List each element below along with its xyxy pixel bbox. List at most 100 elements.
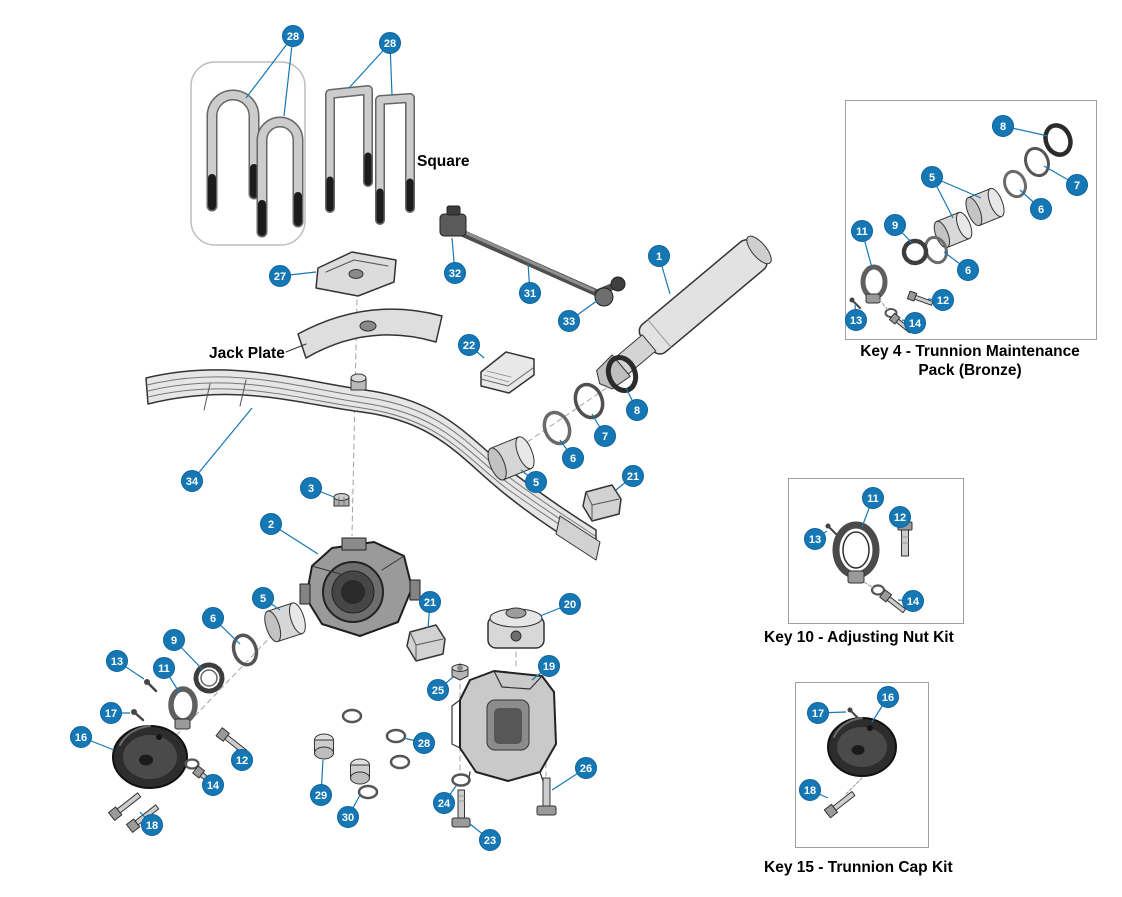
callout-28: 28 (379, 32, 401, 54)
svg-text:6: 6 (210, 613, 216, 625)
callout-22: 22 (458, 334, 480, 356)
svg-text:9: 9 (892, 220, 898, 232)
callout-leader-line (283, 35, 294, 117)
callout-27: 27 (269, 265, 291, 287)
callout-11: 11 (153, 657, 175, 679)
callout-12: 12 (231, 749, 253, 771)
nut-25-art (451, 663, 469, 681)
center-nut-art (333, 493, 350, 507)
svg-text:6: 6 (1038, 204, 1044, 216)
svg-text:33: 33 (563, 316, 575, 328)
callout-16: 16 (877, 686, 899, 708)
svg-text:29: 29 (315, 790, 327, 802)
jack-plate-art (285, 308, 443, 359)
callout-8: 8 (992, 115, 1014, 137)
svg-text:28: 28 (287, 31, 299, 43)
seal-rings-art (542, 355, 639, 446)
svg-text:32: 32 (449, 268, 461, 280)
callout-5: 5 (252, 587, 274, 609)
trunnion-cap-art (112, 725, 188, 789)
svg-text:26: 26 (580, 763, 592, 775)
callout-13: 13 (106, 650, 128, 672)
key15-art (823, 707, 897, 819)
callout-14: 14 (904, 312, 926, 334)
adjusting-nut-art (168, 686, 198, 730)
svg-text:7: 7 (602, 431, 608, 443)
callout-19: 19 (538, 655, 560, 677)
svg-text:27: 27 (274, 271, 286, 283)
svg-text:3: 3 (308, 483, 314, 495)
square-label: Square (417, 153, 470, 170)
spacer-block-upper-art (582, 484, 622, 522)
spring-clamp-plate-art (315, 251, 397, 297)
svg-text:5: 5 (533, 477, 539, 489)
svg-text:31: 31 (524, 288, 536, 300)
key10-caption: Key 10 - Adjusting Nut Kit (764, 629, 954, 646)
svg-text:12: 12 (236, 755, 248, 767)
key10-art (825, 521, 913, 614)
svg-text:13: 13 (111, 656, 123, 668)
callout-21: 21 (419, 591, 441, 613)
svg-text:16: 16 (75, 732, 87, 744)
spacer-block-lower-art (406, 624, 446, 662)
bushing-art (487, 436, 535, 481)
svg-text:20: 20 (564, 599, 576, 611)
washer-24-art (451, 773, 471, 787)
svg-text:6: 6 (570, 453, 576, 465)
callout-32: 32 (444, 262, 466, 284)
callout-18: 18 (141, 814, 163, 836)
svg-text:11: 11 (867, 493, 879, 505)
svg-text:17: 17 (812, 708, 824, 720)
svg-text:25: 25 (432, 685, 444, 697)
svg-text:22: 22 (463, 340, 475, 352)
svg-text:24: 24 (438, 798, 451, 810)
rubber-cap-art (487, 607, 545, 649)
callout-leader-line (245, 35, 294, 99)
pin-17-art (131, 709, 145, 722)
pin-13-art (144, 679, 158, 693)
callout-13: 13 (845, 309, 867, 331)
bolt-23-art (451, 789, 471, 828)
svg-text:6: 6 (965, 265, 971, 277)
callout-29: 29 (310, 784, 332, 806)
callout-2: 2 (260, 513, 282, 535)
callout-23: 23 (479, 829, 501, 851)
callout-28: 28 (282, 25, 304, 47)
callout-25: 25 (427, 679, 449, 701)
svg-text:28: 28 (418, 738, 430, 750)
svg-text:12: 12 (937, 295, 949, 307)
svg-text:19: 19 (543, 661, 555, 673)
torque-arm-art (439, 205, 626, 307)
callout-18: 18 (799, 779, 821, 801)
lock-washer-art (193, 662, 225, 694)
svg-text:14: 14 (207, 780, 220, 792)
callout-24: 24 (433, 792, 455, 814)
left-washer-art (231, 633, 259, 667)
svg-text:14: 14 (909, 318, 922, 330)
svg-text:16: 16 (882, 692, 894, 704)
callout-8: 8 (626, 399, 648, 421)
callout-9: 9 (884, 214, 906, 236)
callout-21: 21 (622, 465, 644, 487)
callout-14: 14 (202, 774, 224, 796)
svg-text:1: 1 (656, 251, 662, 263)
callout-12: 12 (889, 506, 911, 528)
callout-31: 31 (519, 282, 541, 304)
callout-20: 20 (559, 593, 581, 615)
callout-33: 33 (558, 310, 580, 332)
callout-17: 17 (807, 702, 829, 724)
key4-caption: Key 4 - Trunnion Maintenance Pack (Bronz… (860, 343, 1080, 380)
callout-3: 3 (300, 477, 322, 499)
hanger-bracket-art (451, 670, 557, 785)
round-u-bolts-art (190, 61, 306, 246)
callout-9: 9 (163, 629, 185, 651)
callout-30: 30 (337, 806, 359, 828)
callout-6: 6 (957, 259, 979, 281)
svg-text:8: 8 (1000, 121, 1006, 133)
svg-text:30: 30 (342, 812, 354, 824)
svg-text:9: 9 (171, 635, 177, 647)
cylinder-art (596, 235, 772, 390)
svg-text:7: 7 (1074, 180, 1080, 192)
svg-text:14: 14 (907, 596, 920, 608)
